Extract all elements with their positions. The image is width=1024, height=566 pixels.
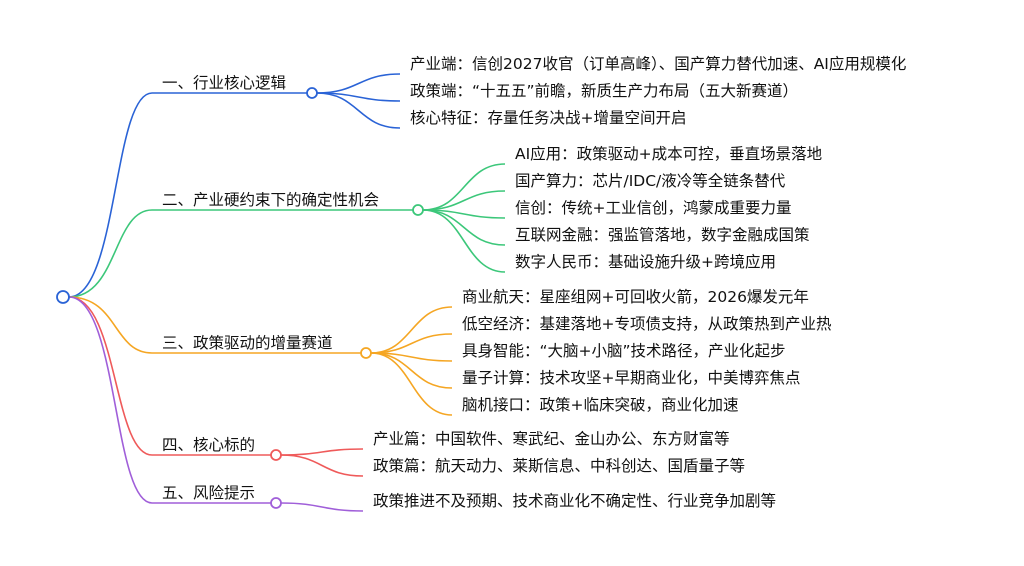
branch-node-3[interactable] — [360, 347, 372, 359]
branch-label-4: 四、核心标的 — [162, 436, 255, 454]
branch-node-5[interactable] — [270, 497, 282, 509]
edge-branch-4-child-2 — [280, 454, 364, 477]
child-label-1-2: 政策端：“十五五”前瞻，新质生产力布局（五大新赛道） — [410, 81, 798, 100]
edge-layer — [68, 73, 506, 512]
root-node[interactable] — [56, 290, 70, 304]
child-label-3-1: 商业航天：星座组网+可回收火箭，2026爆发元年 — [462, 287, 809, 306]
child-label-3-3: 具身智能：“大脑+小脑”技术路径，产业化起步 — [462, 342, 786, 360]
child-label-1-3: 核心特征：存量任务决战+增量空间开启 — [410, 109, 687, 127]
edge-root-to-branch-2 — [68, 209, 413, 298]
edge-root-to-branch-4 — [68, 296, 271, 456]
child-label-3-5: 脑机接口：政策+临床突破，商业化加速 — [462, 396, 739, 414]
branch-node-1[interactable] — [306, 87, 318, 99]
edge-branch-3-child-5 — [370, 352, 453, 416]
node-layer — [56, 87, 424, 509]
child-label-2-4: 互联网金融：强监管落地，数字金融成国策 — [515, 226, 810, 244]
child-label-2-5: 数字人民币：基础设施升级+跨境应用 — [515, 252, 776, 271]
child-label-2-1: AI应用：政策驱动+成本可控，垂直场景落地 — [515, 144, 822, 163]
branch-label-3: 三、政策驱动的增量赛道 — [162, 333, 333, 352]
edge-root-to-branch-5 — [68, 296, 271, 504]
edge-root-to-branch-3 — [68, 296, 361, 354]
edge-branch-2-child-1 — [422, 163, 506, 211]
child-label-4-1: 产业篇：中国软件、寒武纪、金山办公、东方财富等 — [373, 429, 730, 448]
child-label-1-1: 产业端：信创2027收官（订单高峰）、国产算力替代加速、AI应用规模化 — [410, 54, 906, 73]
edge-branch-1-child-3 — [316, 92, 401, 129]
branch-node-2[interactable] — [412, 204, 424, 216]
edge-branch-5-child-1 — [280, 502, 364, 512]
branch-label-1: 一、行业核心逻辑 — [162, 74, 286, 92]
child-label-5-1: 政策推进不及预期、技术商业化不确定性、行业竞争加剧等 — [373, 492, 776, 510]
edge-branch-3-child-1 — [370, 306, 453, 354]
edge-root-to-branch-1 — [68, 92, 307, 298]
edge-branch-2-child-2 — [422, 190, 506, 211]
branch-label-5: 五、风险提示 — [162, 484, 255, 502]
child-label-2-2: 国产算力：芯片/IDC/液冷等全链条替代 — [515, 171, 786, 190]
branch-node-4[interactable] — [270, 449, 282, 461]
child-label-3-4: 量子计算：技术攻坚+早期商业化，中美博弈焦点 — [462, 368, 801, 387]
label-layer: 一、行业核心逻辑 产业端：信创2027收官（订单高峰）、国产算力替代加速、AI应用… — [162, 54, 906, 510]
child-label-2-3: 信创：传统+工业信创，鸿蒙成重要力量 — [515, 199, 792, 217]
branch-label-2: 二、产业硬约束下的确定性机会 — [162, 191, 379, 209]
child-label-4-2: 政策篇：航天动力、莱斯信息、中科创达、国盾量子等 — [373, 457, 745, 475]
child-label-3-2: 低空经济：基建落地+专项债支持，从政策热到产业热 — [462, 315, 832, 333]
edge-branch-4-child-1 — [280, 448, 364, 456]
edge-branch-1-child-1 — [316, 73, 401, 94]
edge-branch-3-child-2 — [370, 333, 453, 354]
edge-branch-2-child-5 — [422, 209, 506, 273]
